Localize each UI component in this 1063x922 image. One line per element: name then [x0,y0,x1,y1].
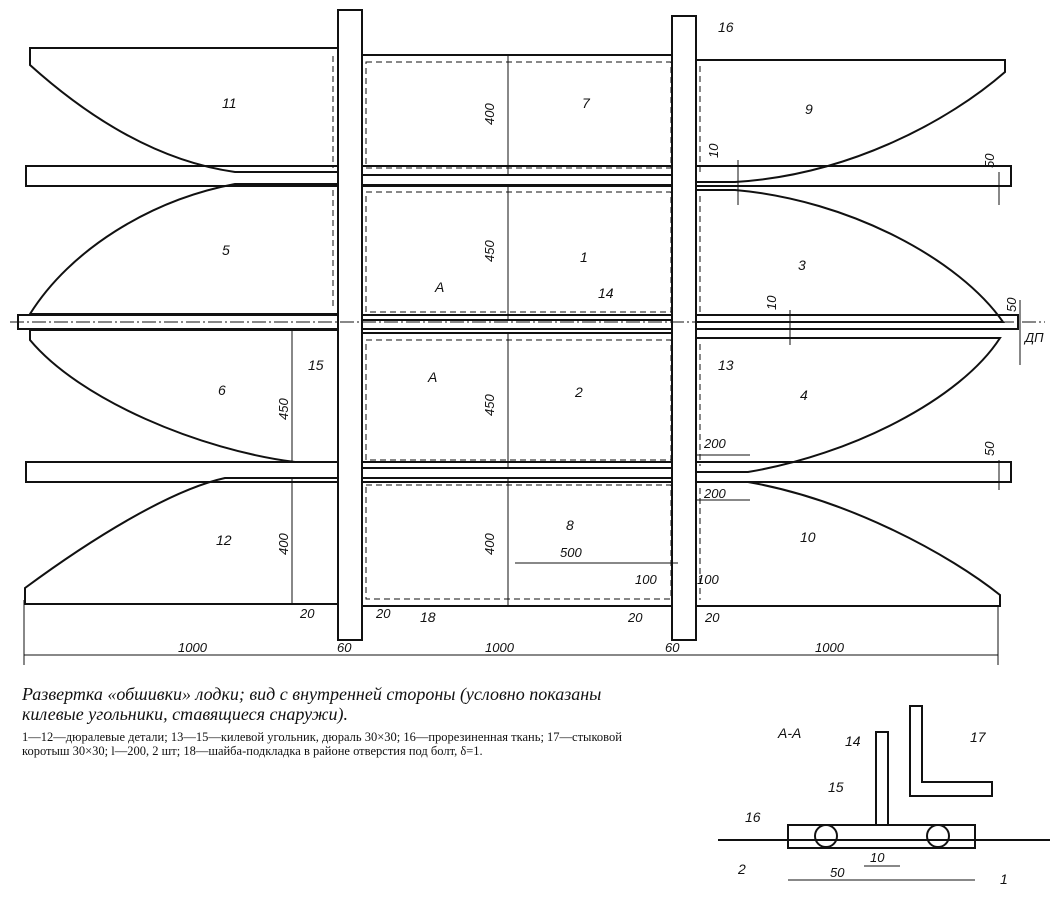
dim-20-d: 20 [704,610,720,625]
panel-11-outline [29,47,339,173]
panel-label-3: 3 [798,257,806,273]
vertical-keel-left [337,9,363,641]
dim-400-left: 400 [276,533,291,555]
panel-label-11: 11 [222,95,237,111]
panel-7-outline [359,54,679,176]
dim-20-a: 20 [299,606,315,621]
callout-13: 13 [718,357,734,373]
dim-20-b: 20 [375,606,391,621]
dim-50-middle: 50 [1004,297,1019,312]
section-title: А-А [777,725,801,741]
panel-label-10: 10 [800,529,816,545]
dim-400-center: 400 [482,533,497,555]
dim-1000-left: 1000 [178,640,208,655]
panel-3-outline [694,189,1005,323]
dim-200-upper: 200 [703,436,726,451]
dim-100-left: 100 [635,572,657,587]
section-view-a-a: А-А 14 17 15 16 2 1 50 10 [718,705,1050,887]
panel-label-6: 6 [218,382,226,398]
panel-label-2: 2 [574,384,583,400]
dim-50-upper: 50 [982,153,997,168]
panel-label-7: 7 [582,95,591,111]
panel-label-4: 4 [800,387,808,403]
dim-500: 500 [560,545,582,560]
section-mark-a-upper: A [434,279,444,295]
vertical-keel-right [671,15,697,641]
dim-60-left: 60 [337,640,352,655]
dp-label: ДП [1023,330,1044,345]
keel-strip-upper [25,165,1012,187]
panel-label-9: 9 [805,101,813,117]
dim-200-lower: 200 [703,486,726,501]
panel-label-5: 5 [222,242,230,258]
dim-400-top: 400 [482,103,497,125]
callout-14: 14 [598,285,614,301]
section-label-16: 16 [745,809,761,825]
section-dim-50: 50 [830,865,845,880]
dim-20-c: 20 [627,610,643,625]
panel-9-outline [694,59,1006,183]
section-label-17: 17 [970,729,987,745]
dim-1000-center: 1000 [485,640,515,655]
dim-100-right: 100 [697,572,719,587]
panel-5-outline [28,183,339,315]
dim-60-right: 60 [665,640,680,655]
dim-450-left: 450 [276,398,291,420]
panel-10-outline [694,481,1001,607]
panel-12-outline [24,477,339,605]
keel-strip-lower [25,461,1012,483]
caption-main: Развертка «обшивки» лодки; вид с внутрен… [22,684,602,724]
dim-50-lower: 50 [982,441,997,456]
section-label-15: 15 [828,779,844,795]
section-label-14: 14 [845,733,861,749]
caption-legend: 1—12—дюралевые детали; 13—15—килевой уго… [22,730,622,758]
callout-16: 16 [718,19,734,35]
callout-18: 18 [420,609,436,625]
dim-10-upper: 10 [706,143,721,158]
section-dim-10: 10 [870,850,885,865]
dim-450-center-2: 450 [482,394,497,416]
callout-15: 15 [308,357,324,373]
dim-10-middle: 10 [764,295,779,310]
panel-2-outline [359,332,679,469]
dim-1000-right: 1000 [815,640,845,655]
panel-1-outline [359,184,679,321]
panel-label-12: 12 [216,532,232,548]
figure-caption: Развертка «обшивки» лодки; вид с внутрен… [22,684,662,758]
section-mark-a-lower: A [427,369,437,385]
panel-label-8: 8 [566,517,574,533]
dim-450-center-1: 450 [482,240,497,262]
panel-label-1: 1 [580,249,588,265]
section-label-2: 2 [737,861,746,877]
panel-4-outline [694,337,1002,473]
panel-8-outline [359,477,679,607]
section-label-1: 1 [1000,871,1008,887]
